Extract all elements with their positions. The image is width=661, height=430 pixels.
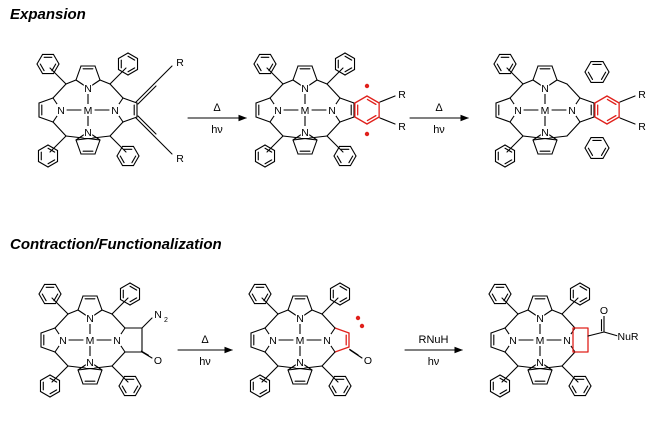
condition-below: hν [211,124,223,136]
nuh-group: NuR [617,331,638,343]
diazo-subscript: 2 [164,317,168,324]
substituent-r: R [638,89,646,101]
nitrogen-atom: N [509,335,517,347]
nitrogen-atom: N [563,335,571,347]
reaction-arrow: Δhν [177,334,234,368]
substituent-r: R [176,57,184,69]
nitrogen-atom: N [59,335,67,347]
diazo-nitrogen: N [154,309,162,321]
nitrogen-atom: N [296,313,304,325]
metal-atom: M [301,105,310,117]
nitrogen-atom: N [84,83,92,95]
nitrogen-atom: N [57,105,65,117]
radical-dot [364,131,370,137]
nitrogen-atom: N [568,105,576,117]
nitrogen-atom: N [536,357,544,369]
contraction-title: Contraction/Functionalization [10,236,222,253]
condition-above: Δ [213,102,221,114]
reaction-arrow: RNuH hν [404,334,464,368]
nitrogen-atom: N [328,105,336,117]
nitrogen-atom: N [84,127,92,139]
ketene-oxygen: O [364,355,372,367]
nitrogen-atom: N [536,313,544,325]
nitrogen-atom: N [514,105,522,117]
condition-below: hν [428,356,440,368]
reaction-arrow: Δhν [409,102,470,136]
substituent-r: R [176,153,184,165]
nitrogen-atom: N [323,335,331,347]
reaction-arrow: Δhν [187,102,248,136]
metal-atom: M [84,105,93,117]
carbonyl-oxygen: O [154,355,162,367]
condition-above: RNuH [419,334,449,346]
metal-atom: M [536,335,545,347]
nitrogen-atom: N [269,335,277,347]
amide-oxygen: O [600,305,608,317]
nitrogen-atom: N [86,357,94,369]
nitrogen-atom: N [113,335,121,347]
radical-dot [359,323,365,329]
nitrogen-atom: N [301,127,309,139]
condition-above: Δ [435,102,443,114]
condition-below: hν [433,124,445,136]
substituent-r: R [398,89,406,101]
nitrogen-atom: N [86,313,94,325]
nitrogen-atom: N [541,127,549,139]
nitrogen-atom: N [541,83,549,95]
radical-dot [364,83,370,89]
metal-atom: M [296,335,305,347]
condition-below: hν [199,356,211,368]
nitrogen-atom: N [301,83,309,95]
nitrogen-atom: N [296,357,304,369]
substituent-r: R [398,121,406,133]
nitrogen-atom: N [111,105,119,117]
metal-atom: M [86,335,95,347]
substituent-r: R [638,121,646,133]
metal-atom: M [541,105,550,117]
condition-above: Δ [201,334,209,346]
nitrogen-atom: N [274,105,282,117]
radical-dot [355,315,361,321]
expansion-title: Expansion [10,6,86,23]
